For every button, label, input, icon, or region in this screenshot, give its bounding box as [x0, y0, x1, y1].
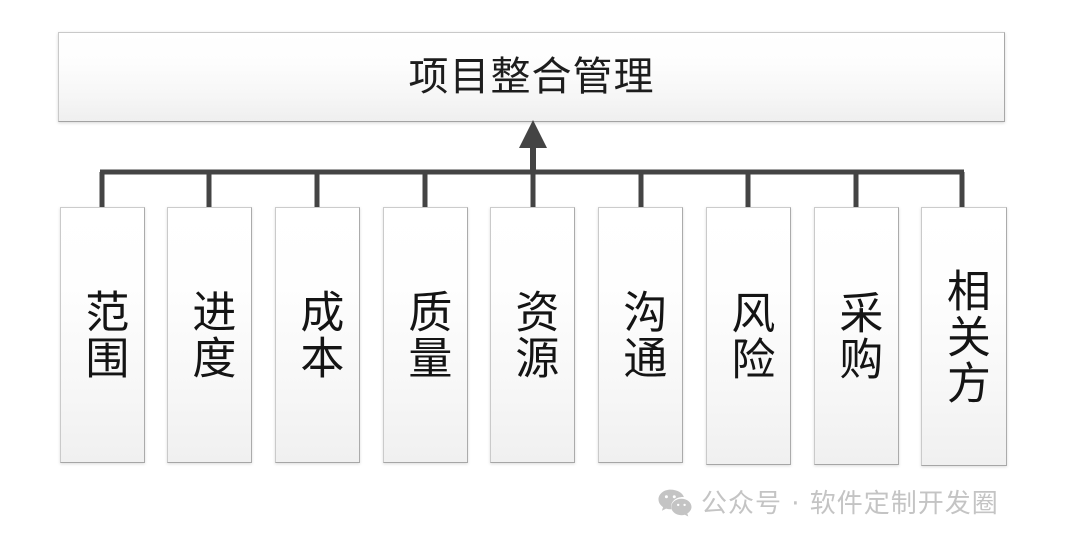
wechat-icon: [658, 489, 692, 517]
leaf-node-cost[interactable]: 成本: [275, 207, 360, 463]
leaf-node-label: 风险: [723, 290, 775, 382]
watermark-text: 公众号 · 软件定制开发圈: [701, 489, 999, 519]
leaf-node-quality[interactable]: 质量: [383, 207, 468, 463]
root-node-project-integration-management[interactable]: 项目整合管理: [58, 32, 1005, 122]
leaf-node-stakeholder[interactable]: 相关方: [921, 207, 1007, 466]
leaf-node-label: 进度: [184, 289, 236, 381]
leaf-node-label: 相关方: [938, 267, 990, 406]
leaf-node-label: 范围: [77, 289, 129, 381]
leaf-node-communication[interactable]: 沟通: [598, 207, 683, 463]
leaf-node-risk[interactable]: 风险: [706, 207, 791, 465]
leaf-node-resource[interactable]: 资源: [490, 207, 575, 463]
arrow-head-to-root: [519, 120, 547, 148]
leaf-node-label: 采购: [831, 290, 883, 382]
leaf-node-label: 成本: [292, 289, 344, 381]
root-node-label: 项目整合管理: [408, 54, 655, 100]
watermark: 公众号 · 软件定制开发圈: [658, 489, 999, 519]
leaf-node-schedule[interactable]: 进度: [167, 207, 252, 463]
leaf-node-label: 沟通: [615, 289, 667, 381]
leaf-node-label: 资源: [507, 289, 559, 381]
leaf-node-scope[interactable]: 范围: [60, 207, 145, 463]
leaf-node-procurement[interactable]: 采购: [814, 207, 899, 465]
leaf-node-label: 质量: [400, 289, 452, 381]
